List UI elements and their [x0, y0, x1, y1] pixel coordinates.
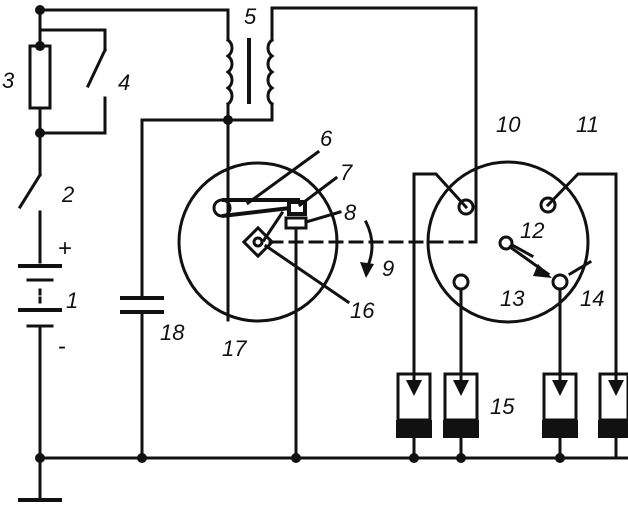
label-7: 7: [340, 160, 353, 185]
spark-plug-arrow-icon: [608, 380, 624, 396]
breaker-contact-7: [287, 200, 307, 216]
label-3: 3: [2, 68, 15, 93]
spark-plugs-15: [396, 372, 628, 460]
junction-dot: [409, 453, 419, 463]
cam-shaft: [252, 236, 264, 248]
junction-dot: [35, 453, 45, 463]
junction-dot: [35, 128, 45, 138]
spark-plug-base: [396, 420, 432, 438]
bypass-switch-4-blade: [86, 48, 107, 88]
spark-plug-4: [598, 372, 628, 460]
distributor-10: [412, 160, 618, 390]
rotation-arrow-icon: [360, 262, 374, 278]
label-8: 8: [344, 200, 357, 225]
label-4: 4: [118, 70, 130, 95]
leader-7: [297, 175, 339, 208]
junction-dot: [35, 5, 45, 15]
label-16: 16: [350, 298, 375, 323]
label-9: 9: [382, 256, 394, 281]
breaker-assembly: [177, 161, 478, 460]
resistor-3: [28, 44, 52, 110]
junction-dot: [137, 453, 147, 463]
junction-dot: [35, 41, 45, 51]
label-10: 10: [496, 112, 521, 137]
leader-6: [245, 149, 321, 206]
leader-lines: [245, 149, 593, 305]
breaker-lever-6-lower: [221, 206, 291, 218]
leader-8: [304, 210, 342, 224]
label-14: 14: [580, 286, 604, 311]
leader-13: [511, 243, 535, 259]
coil-primary-winding: [225, 37, 234, 107]
spark-plug-1: [396, 372, 432, 460]
battery-plus-sign: +: [58, 235, 72, 262]
capacitor-18: [120, 118, 230, 460]
label-18: 18: [160, 320, 185, 345]
label-17: 17: [222, 336, 247, 361]
battery-minus-sign: -: [58, 333, 66, 360]
label-6: 6: [320, 126, 333, 151]
spark-plug-arrow-icon: [453, 380, 469, 396]
rotor-hub: [498, 235, 514, 251]
left-supply-branch: [17, 8, 230, 502]
spark-plug-base: [443, 420, 479, 438]
rotation-arc: [363, 219, 374, 273]
label-2: 2: [61, 182, 74, 207]
rotor-arrow-icon: [533, 264, 552, 278]
spark-plug-2: [443, 372, 479, 460]
breaker-cam-16: [241, 225, 275, 259]
coil-secondary-winding: [266, 37, 275, 107]
distributor-cap: [426, 160, 590, 324]
distributor-terminal-12: [539, 196, 557, 214]
label-1: 1: [66, 288, 78, 313]
cam-follower: [261, 210, 285, 243]
junction-dots: [35, 5, 565, 463]
junction-dot: [456, 453, 466, 463]
leader-16: [263, 243, 351, 305]
spark-plug-arrow-icon: [406, 380, 422, 396]
spark-plug-base: [598, 420, 628, 438]
label-12: 12: [520, 218, 544, 243]
label-5: 5: [244, 4, 257, 29]
label-15: 15: [490, 394, 515, 419]
component-labels: 1 2 3 4 5 6 7 8 9 10 11 12 13 14 15 16 1…: [2, 4, 604, 419]
junction-dot: [555, 453, 565, 463]
switch-2-blade: [17, 172, 43, 210]
wire-plug-1: [412, 172, 469, 390]
distributor-terminal-left-bottom: [452, 273, 470, 291]
distributor-terminal-left-top: [457, 198, 475, 216]
label-11: 11: [576, 112, 599, 137]
spark-plug-arrow-icon: [552, 380, 568, 396]
label-13: 13: [500, 286, 525, 311]
wire-plug-4: [545, 172, 618, 390]
leader-14: [567, 259, 593, 277]
junction-dot: [291, 453, 301, 463]
junction-dot: [223, 115, 233, 125]
spark-plug-3: [542, 372, 578, 460]
distributor-terminal-14: [551, 273, 569, 291]
spark-plug-base: [542, 420, 578, 438]
